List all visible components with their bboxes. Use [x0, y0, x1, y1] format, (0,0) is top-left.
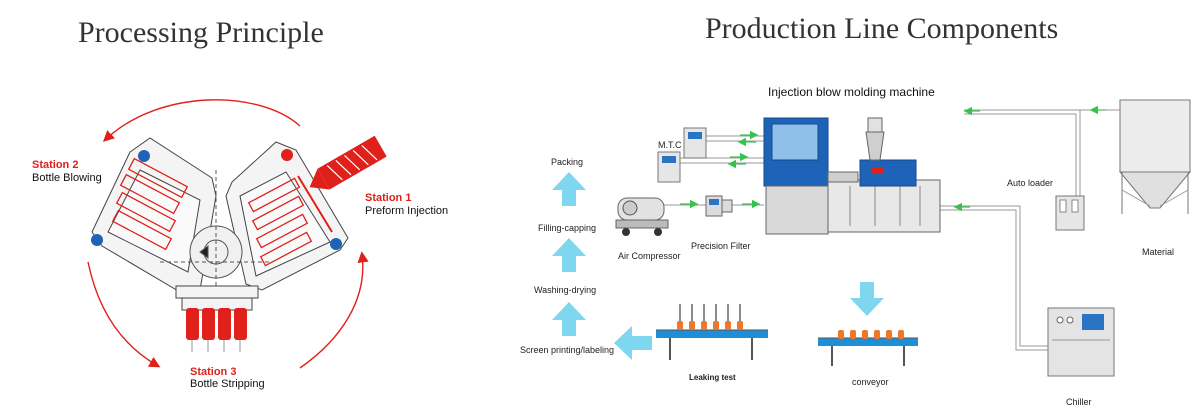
- mtc-label: M.T.C: [658, 140, 682, 150]
- leaking-test-probes: [679, 304, 741, 322]
- leaking-test-label: Leaking test: [689, 373, 736, 382]
- air-compressor-unit: [615, 197, 669, 236]
- leaking-test-belt: [656, 329, 768, 360]
- arrow-to-washing: [552, 302, 586, 336]
- step-filling-capping: Filling-capping: [538, 223, 597, 233]
- flow-arrows: [680, 105, 1106, 212]
- station-1-marker-bottom: [330, 238, 342, 250]
- production-line-title: Production Line Components: [705, 12, 1059, 45]
- mold-station-3: [175, 285, 259, 311]
- conveyor-label: conveyor: [852, 377, 889, 387]
- material-label: Material: [1142, 247, 1175, 257]
- station-2-marker-bottom: [91, 234, 103, 246]
- station-2-number: Station 2: [32, 159, 79, 171]
- arrow-to-screen-printing: [614, 326, 652, 360]
- molding-machine: [763, 117, 941, 235]
- arrow-to-filling: [552, 238, 586, 272]
- station-1-name: Preform Injection: [365, 205, 449, 217]
- rotation-arrow-right: [299, 251, 369, 369]
- auto-loader-unit: [1055, 195, 1085, 231]
- step-washing-drying: Washing-drying: [534, 285, 597, 295]
- material-silo: [1118, 99, 1192, 214]
- machine-title: Injection blow molding machine: [768, 85, 935, 99]
- mtc-unit-1: [683, 127, 707, 159]
- precision-filter-unit: [705, 195, 733, 217]
- blow-cavities: [111, 157, 189, 251]
- processing-principle-title: Processing Principle: [78, 16, 324, 49]
- conveyor-belt: [818, 337, 918, 366]
- chiller-label: Chiller: [1066, 397, 1092, 407]
- station-2-marker-top: [138, 150, 150, 162]
- preform-cavities: [247, 175, 333, 267]
- auto-loader-label: Auto loader: [1007, 178, 1054, 188]
- station-1-number: Station 1: [365, 192, 412, 204]
- rotation-arrow-left: [87, 261, 161, 368]
- leaking-test-bottles: [677, 321, 743, 330]
- precision-filter-label: Precision Filter: [691, 241, 751, 251]
- arrow-machine-to-conveyor: [850, 282, 884, 316]
- station-3-number: Station 3: [190, 366, 237, 378]
- rotation-arrow-top: [102, 99, 301, 142]
- rotary-hub: [160, 170, 272, 290]
- chiller-unit: [1047, 307, 1115, 377]
- stripped-bottles: [186, 308, 247, 352]
- station-2-name: Bottle Blowing: [32, 172, 102, 184]
- pipelines: [664, 109, 1124, 351]
- conveyor-bottles: [838, 330, 904, 339]
- injection-nozzle: [309, 135, 387, 190]
- mtc-unit-2: [657, 151, 681, 183]
- air-compressor-label: Air Compressor: [618, 251, 681, 261]
- step-screen-printing: Screen printing/labeling: [520, 345, 615, 355]
- step-packing: Packing: [551, 157, 584, 167]
- station-1-marker-top: [281, 149, 293, 161]
- arrow-to-packing: [552, 172, 586, 206]
- station-3-name: Bottle Stripping: [190, 378, 265, 390]
